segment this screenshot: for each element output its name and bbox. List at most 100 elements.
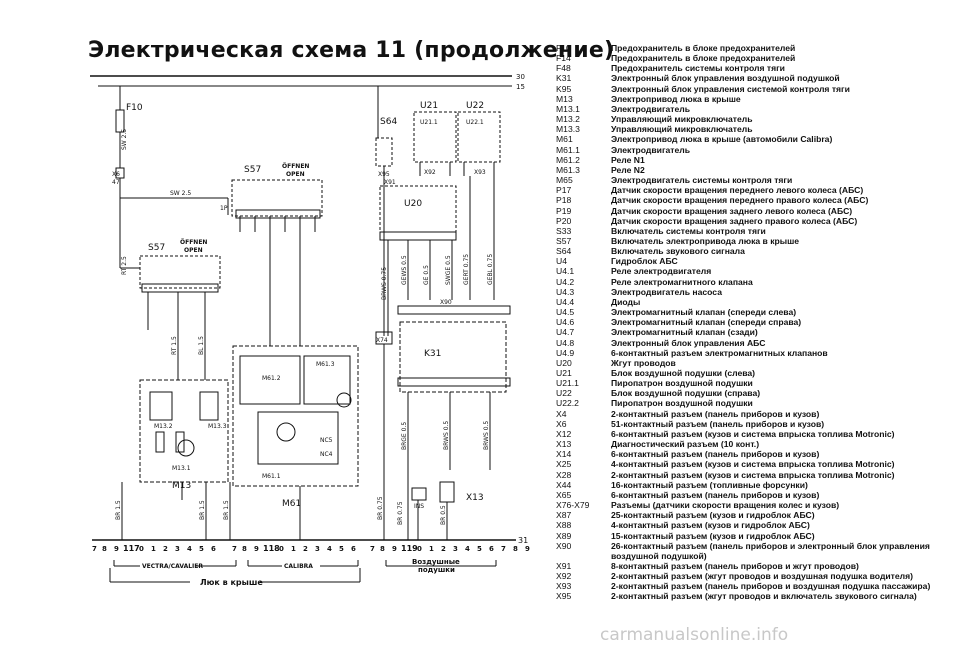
x13-label: X13 xyxy=(466,493,484,503)
legend-code: X12 xyxy=(556,428,572,439)
legend-code: X13 xyxy=(556,439,572,450)
calibra-label: CALIBRA xyxy=(284,563,313,570)
legend-code: F14 xyxy=(556,53,571,64)
m13-1-label: M13.1 xyxy=(172,465,191,472)
legend-description: 6-контактный разъем (кузов и система впр… xyxy=(611,428,895,439)
legend-code: U4.5 xyxy=(556,307,575,318)
m61-3-label: M61.3 xyxy=(316,361,335,368)
legend-description: Блок воздушной подушки (слева) xyxy=(611,368,756,378)
legend-code: U4 xyxy=(556,256,567,267)
legend-code: U4.2 xyxy=(556,276,575,287)
legend-code: X87 xyxy=(556,510,572,521)
pin-number: 1 xyxy=(291,545,296,553)
u21-1-label: U21.1 xyxy=(420,119,438,126)
m61-1-label: M61.1 xyxy=(262,473,281,480)
legend-description: Электронный блок управления АБС xyxy=(611,337,766,348)
u20-label: U20 xyxy=(404,199,422,209)
m61-label: M61 xyxy=(282,499,301,509)
pin-number: 9 xyxy=(114,545,119,553)
legend-description: Электромагнитный клапан (спереди слева) xyxy=(611,307,797,318)
legend-description: Реле электродвигателя xyxy=(611,266,712,277)
wire-label: BR 0.75 xyxy=(397,501,404,525)
f10-label: F10 xyxy=(126,103,143,113)
legend-description: Электропривод люка в крыше (автомобили C… xyxy=(611,134,833,145)
legend-description: 2-контактный разъем (панель приборов и к… xyxy=(611,408,820,419)
pin-number: 8 xyxy=(102,545,107,553)
pin-number: 8 xyxy=(242,545,247,553)
legend-description: Пиропатрон воздушной подушки xyxy=(611,398,753,409)
pin-number: 3 xyxy=(453,545,458,553)
wire-label: BR 0.5 xyxy=(440,505,447,525)
legend-code: X93 xyxy=(556,581,572,592)
legend-description: 4-контактный разъем (кузов и гидроблок А… xyxy=(611,520,810,531)
pin-number: 5 xyxy=(199,545,204,553)
legend-code: U20 xyxy=(556,357,572,368)
pin-number: 2 xyxy=(163,545,168,553)
wire-label: BR 1.5 xyxy=(223,500,230,520)
pin-number: 6 xyxy=(489,545,494,553)
x95-label: X95 xyxy=(378,171,390,178)
legend-description: 2-контактный разъем (жгут проводов и вкл… xyxy=(611,591,917,602)
wire-label: BRWS 0.5 xyxy=(443,421,450,450)
wire-label: RT 1.5 xyxy=(171,336,178,355)
legend-code: P19 xyxy=(556,205,572,216)
legend-code: X14 xyxy=(556,449,572,460)
pin-number: 7 xyxy=(232,545,237,553)
legend-code: U21 xyxy=(556,368,572,378)
legend-code: M13.3 xyxy=(556,124,580,135)
legend-code: U4.7 xyxy=(556,327,575,338)
legend-description: 4-контактный разъем (кузов и система впр… xyxy=(611,459,895,470)
legend-row: U21 Блок воздушной подушки (слева) xyxy=(556,368,956,378)
pin-number: 4 xyxy=(327,545,332,553)
legend-row: U4.5 Электромагнитный клапан (спереди сле… xyxy=(556,307,956,317)
legend-description: Реле электромагнитного клапана xyxy=(611,276,753,287)
legend-description: 51-контактный разъем (панель приборов и … xyxy=(611,418,825,429)
pin-number: 2 xyxy=(441,545,446,553)
legend-code: X89 xyxy=(556,530,572,541)
u22-1-label: U22.1 xyxy=(466,119,484,126)
legend-code: X28 xyxy=(556,469,572,480)
legend-code: U22.2 xyxy=(556,398,579,409)
rail-15-label: 15 xyxy=(516,83,525,91)
legend-description: Электродвигатель xyxy=(611,103,691,114)
legend-row: X12 6-контактный разъем (кузов и система … xyxy=(556,429,956,439)
legend-code: S57 xyxy=(556,235,572,246)
legend-code: M13 xyxy=(556,93,573,104)
wire-label: BRWS 0.75 xyxy=(381,267,388,300)
legend-description: 2-контактный разъем (кузов и система впр… xyxy=(611,469,895,480)
s57-lower-label: S57 xyxy=(148,243,165,253)
x93-label: X93 xyxy=(474,169,486,176)
legend-description: Датчик скорости вращения заднего левого … xyxy=(611,205,853,216)
m13-3-label: M13.3 xyxy=(208,423,227,430)
wire-label: BR 1.5 xyxy=(115,500,122,520)
wire-label: BR 0.75 xyxy=(377,496,384,520)
sunroof-group-label: Люк в крыше xyxy=(200,578,263,587)
x91-label: X91 xyxy=(384,179,396,186)
pin-number: 7 xyxy=(370,545,375,553)
pin-group-number: 119 xyxy=(401,544,418,553)
rail-31-label: 31 xyxy=(518,536,528,545)
legend-description: Диоды xyxy=(611,296,641,307)
nc4-label: NC4 xyxy=(320,451,333,458)
legend-code: X88 xyxy=(556,520,572,531)
open-label: OPEN xyxy=(286,171,305,178)
oeffnen-label: ÖFFNEN xyxy=(282,163,309,170)
pin-number: 5 xyxy=(339,545,344,553)
legend-description: Реле N1 xyxy=(611,154,645,165)
legend-code: X25 xyxy=(556,459,572,470)
legend-description: 6-контактный разъем электромагнитных кла… xyxy=(611,347,828,358)
